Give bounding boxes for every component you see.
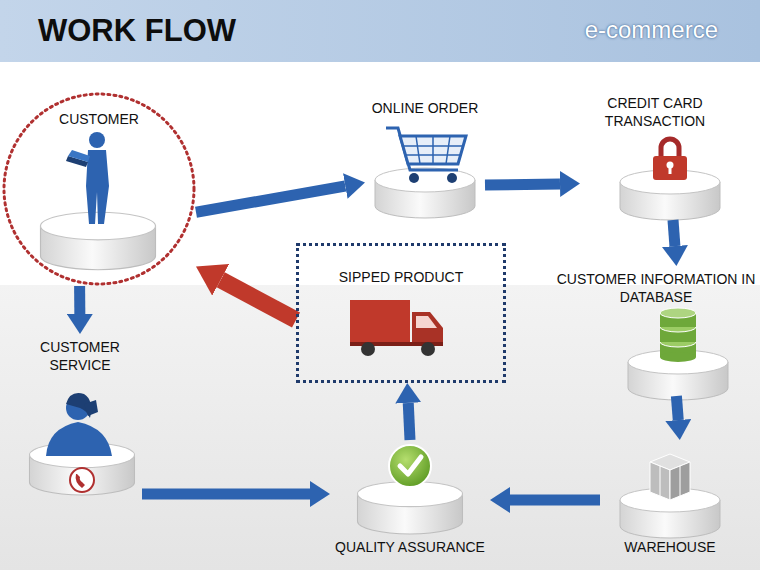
page-title: WORK FLOW (38, 13, 236, 49)
node-label: WAREHOUSE (624, 538, 715, 556)
flow-arrow (142, 489, 310, 500)
flow-arrow (485, 184, 560, 185)
check-icon (389, 445, 431, 487)
operator-body (46, 422, 112, 456)
dotted-circle (4, 94, 194, 284)
db-layer (660, 308, 696, 318)
person-head (89, 132, 105, 148)
pedestal (358, 481, 463, 534)
flow-arrow (676, 396, 678, 420)
node-label: CREDIT CARD TRANSACTION (595, 94, 715, 130)
person-icon (66, 132, 109, 224)
flow-arrow (408, 403, 410, 440)
box-icon (650, 454, 690, 500)
process-node: CUSTOMER INFORMATION IN DATABASE (554, 266, 758, 396)
node-label: QUALITY ASSURANCE (335, 538, 485, 556)
truck-cargo (350, 300, 410, 342)
lower-ground (0, 285, 760, 570)
node-label: CUSTOMER SERVICE (30, 338, 130, 374)
flow-arrow (510, 495, 600, 506)
truck-window (416, 316, 437, 328)
header-band (0, 0, 760, 62)
cart-basket (400, 136, 466, 164)
node-label: ONLINE ORDER (372, 99, 479, 117)
dotted-group-box: SIPPED PRODUCT (296, 243, 506, 383)
node-label: SIPPED PRODUCT (339, 268, 463, 286)
process-node: CREDIT CARD TRANSACTION (580, 90, 730, 220)
flow-arrow (196, 186, 345, 212)
truck-icon (350, 300, 443, 356)
cart-wheel (409, 173, 419, 183)
flow-arrow (673, 220, 675, 246)
flow-arrow (74, 286, 85, 314)
truck-wheel (361, 342, 375, 356)
process-node: CUSTOMER SERVICE (18, 334, 142, 534)
node-label: CUSTOMER (59, 110, 139, 128)
lock-shackle (661, 139, 679, 158)
phone-symbol (70, 468, 94, 492)
phone-circle (70, 468, 94, 492)
db-layer (660, 352, 696, 362)
database-icon (660, 308, 696, 362)
pedestal (375, 168, 475, 218)
upper-ground (0, 62, 760, 285)
cart-grid (403, 136, 463, 164)
truck-cab (412, 312, 443, 344)
highlight-circle-node: CUSTOMER (2, 92, 196, 286)
person-body (86, 150, 109, 224)
check-circle (389, 445, 431, 487)
lock-body (653, 156, 687, 180)
operator-icon (46, 393, 112, 456)
phone-handset (76, 474, 85, 488)
subtitle-label: e-commerce (585, 16, 718, 44)
node-label: CUSTOMER INFORMATION IN DATABASE (554, 270, 758, 306)
process-node: ONLINE ORDER (365, 95, 485, 220)
truck-wheel (421, 342, 435, 356)
process-node: QUALITY ASSURANCE (330, 440, 490, 560)
operator-phone (84, 400, 98, 416)
laptop-screen (68, 150, 90, 162)
keyhole (669, 166, 672, 174)
box-seam (660, 466, 680, 496)
check-mark (400, 457, 421, 474)
cart-wheel (447, 173, 457, 183)
process-node: WAREHOUSE (600, 440, 740, 560)
return-arrow (221, 280, 296, 320)
cart-icon (386, 128, 466, 183)
pedestal (628, 350, 728, 400)
lock-icon (653, 139, 687, 180)
